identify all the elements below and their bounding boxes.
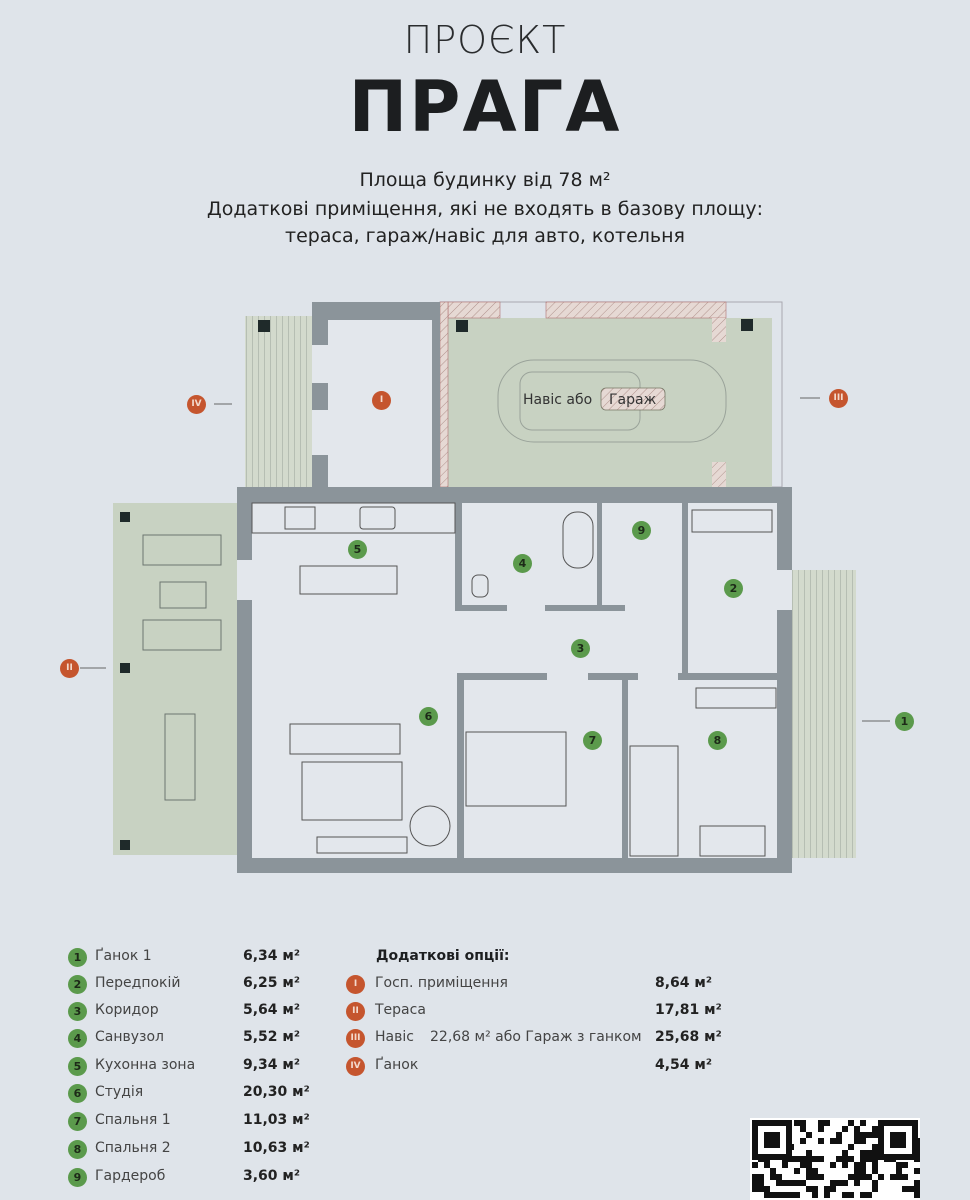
sink-icon bbox=[359, 506, 396, 530]
terrace-area bbox=[113, 503, 237, 855]
legend-room-area: 11,03 м² bbox=[243, 1112, 310, 1128]
legend-room-area: 10,63 м² bbox=[243, 1140, 310, 1156]
option-area: 8,64 м² bbox=[655, 975, 712, 991]
wardrobe-icon bbox=[695, 687, 777, 709]
room-badge-7: 7 bbox=[583, 731, 602, 750]
legend-badge: 7 bbox=[68, 1112, 87, 1131]
option-area: 25,68 м² bbox=[655, 1029, 722, 1045]
rug-icon bbox=[301, 761, 403, 821]
legend-badge: 3 bbox=[68, 1002, 87, 1021]
tv-stand bbox=[316, 836, 408, 854]
legend-badge: 9 bbox=[68, 1168, 87, 1187]
option-legend-badge: I bbox=[346, 975, 365, 994]
option-badge-i: I bbox=[372, 391, 391, 410]
room-badge-4: 4 bbox=[513, 554, 532, 573]
option-name: Тераса bbox=[375, 1002, 426, 1018]
legend-room-name: Санвузол bbox=[95, 1029, 165, 1045]
project-title: ПРАГА bbox=[348, 66, 622, 148]
option-badge-ii: II bbox=[60, 659, 79, 678]
legend-room-name: Кухонна зона bbox=[95, 1057, 196, 1073]
legend-badge: 4 bbox=[68, 1029, 87, 1048]
legend-room-area: 6,34 м² bbox=[243, 948, 300, 964]
option-area: 17,81 м² bbox=[655, 1002, 722, 1018]
legend-badge: 1 bbox=[68, 948, 87, 967]
garage-label-box: Гараж bbox=[609, 392, 657, 408]
stove-icon bbox=[284, 506, 316, 530]
room-badge-9: 9 bbox=[632, 521, 651, 540]
garage-label: Навіс або bbox=[523, 392, 592, 408]
option-legend-badge: III bbox=[346, 1029, 365, 1048]
subtitle-line: тераса, гараж/навіс для авто, котельня bbox=[285, 225, 685, 247]
option-name: Госп. приміщення bbox=[375, 975, 508, 991]
room-badge-2: 2 bbox=[724, 579, 743, 598]
kitchen-counter bbox=[251, 502, 456, 534]
room-badge-5: 5 bbox=[348, 540, 367, 559]
legend-room-area: 9,34 м² bbox=[243, 1057, 300, 1073]
option-area: 4,54 м² bbox=[655, 1057, 712, 1073]
qr-code bbox=[750, 1118, 920, 1200]
subtitle-line: Площа будинку від 78 м² bbox=[359, 169, 611, 191]
legend-room-area: 6,25 м² bbox=[243, 975, 300, 991]
sofa-icon bbox=[289, 723, 401, 755]
option-legend-badge: IV bbox=[346, 1057, 365, 1076]
legend-room-name: Передпокій bbox=[95, 975, 181, 991]
porch-1 bbox=[792, 570, 856, 858]
legend-room-name: Студія bbox=[95, 1084, 144, 1100]
desk-icon bbox=[699, 825, 766, 857]
legend-room-area: 5,64 м² bbox=[243, 1002, 300, 1018]
legend-badge: 2 bbox=[68, 975, 87, 994]
option-name: Ґанок bbox=[375, 1057, 419, 1073]
option-legend-badge: II bbox=[346, 1002, 365, 1021]
kicker: ПРОЄКТ bbox=[403, 18, 567, 62]
option-alt-text: 22,68 м² або Гараж з ганком bbox=[430, 1029, 642, 1045]
bed-icon bbox=[465, 731, 567, 807]
legend-badge: 8 bbox=[68, 1140, 87, 1159]
room-badge-3: 3 bbox=[571, 639, 590, 658]
legend-badge: 6 bbox=[68, 1084, 87, 1103]
room-badge-8: 8 bbox=[708, 731, 727, 750]
toilet-icon bbox=[471, 574, 489, 598]
kitchen-island bbox=[299, 565, 398, 595]
option-name: Навіс bbox=[375, 1029, 414, 1045]
options-heading: Додаткові опції: bbox=[376, 948, 510, 964]
legend-room-name: Спальня 1 bbox=[95, 1112, 171, 1128]
option-badge-iv: IV bbox=[187, 395, 206, 414]
legend-room-area: 3,60 м² bbox=[243, 1168, 300, 1184]
room-badge-6: 6 bbox=[419, 707, 438, 726]
floor-plan: Навіс або Гараж bbox=[80, 301, 890, 873]
option-badge-iii: III bbox=[829, 389, 848, 408]
armchair-icon bbox=[409, 805, 451, 847]
porch-iv bbox=[245, 316, 312, 487]
legend-room-name: Гардероб bbox=[95, 1168, 166, 1184]
legend-badge: 5 bbox=[68, 1057, 87, 1076]
wardrobe-icon bbox=[691, 509, 773, 533]
subtitle-line: Додаткові приміщення, які не входять в б… bbox=[206, 198, 764, 220]
room-badge-1: 1 bbox=[895, 712, 914, 731]
legend-room-area: 5,52 м² bbox=[243, 1029, 300, 1045]
legend-room-name: Спальня 2 bbox=[95, 1140, 171, 1156]
legend-room-name: Ґанок 1 bbox=[95, 948, 152, 964]
bathtub-icon bbox=[562, 511, 594, 569]
bed-icon bbox=[629, 745, 679, 857]
legend-room-name: Коридор bbox=[95, 1002, 159, 1018]
legend-room-area: 20,30 м² bbox=[243, 1084, 310, 1100]
